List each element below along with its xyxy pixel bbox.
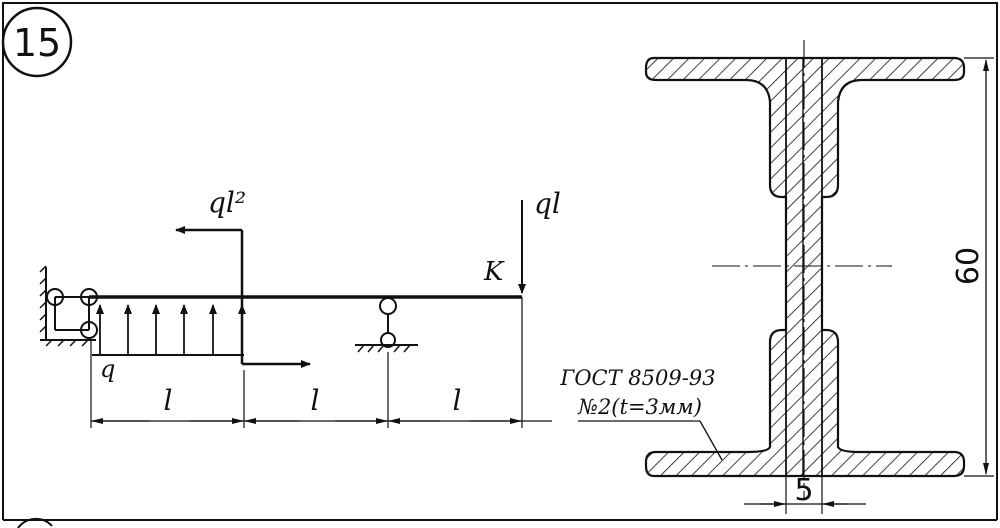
force-label: ql [534, 187, 561, 220]
standard-line-2: №2(t=3мм) [577, 395, 702, 419]
point-force: ql K [483, 187, 561, 294]
span-1-label: l [164, 384, 173, 417]
left-support [46, 288, 98, 339]
span-dimensions: l l l [90, 297, 552, 428]
middle-support [355, 297, 418, 353]
beam-diagram: q ql² ql K [39, 186, 561, 428]
point-label: K [483, 257, 505, 287]
problem-number-badge: 15 [1, 6, 73, 78]
section-shape [644, 56, 966, 478]
span-2-label: l [311, 384, 320, 417]
width-dimension: 5 [794, 473, 813, 508]
fixed-wall-hatch [39, 265, 96, 347]
concentrated-moment: ql² [175, 186, 311, 368]
load-label: q [100, 355, 115, 383]
moment-label: ql² [208, 186, 246, 219]
distributed-load: q [92, 304, 246, 383]
standard-line-1: ГОСТ 8509-93 [559, 366, 715, 390]
problem-number: 15 [13, 21, 61, 65]
height-dimension: 60 [951, 247, 986, 285]
cross-section: 60 5 ГОСТ 8509-93 №2(t=3мм) [559, 40, 994, 514]
span-3-label: l [453, 384, 462, 417]
